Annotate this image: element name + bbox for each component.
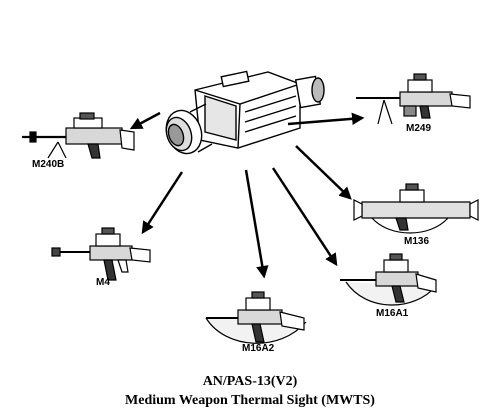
m16a1-label: M16A1 [376,308,409,319]
arrow-to-m240b [129,111,161,130]
m136-label: M136 [404,236,430,247]
m136-launcher-icon [353,183,479,234]
m240b-machine-gun-icon [22,112,135,159]
m240b-label: M240B [32,159,65,170]
caption-title: AN/PAS-13(V2) [202,374,298,389]
m4-carbine-icon [51,227,151,281]
arrow-to-m249 [287,112,365,126]
m16a2-rifle-icon [205,291,307,344]
m16a1-rifle-icon [340,253,437,306]
m249-saw-icon [356,73,471,125]
caption-subtitle: Medium Weapon Thermal Sight (MWTS) [125,393,375,408]
arrow-to-m16a1 [271,167,338,267]
m4-label: M4 [96,277,110,288]
arrow-to-m16a2 [244,169,269,279]
arrow-to-m4 [141,171,184,235]
thermal-sight-icon [165,70,325,155]
arrow-to-m136 [295,145,352,200]
m16a2-label: M16A2 [242,343,275,354]
m249-label: M249 [406,123,432,134]
